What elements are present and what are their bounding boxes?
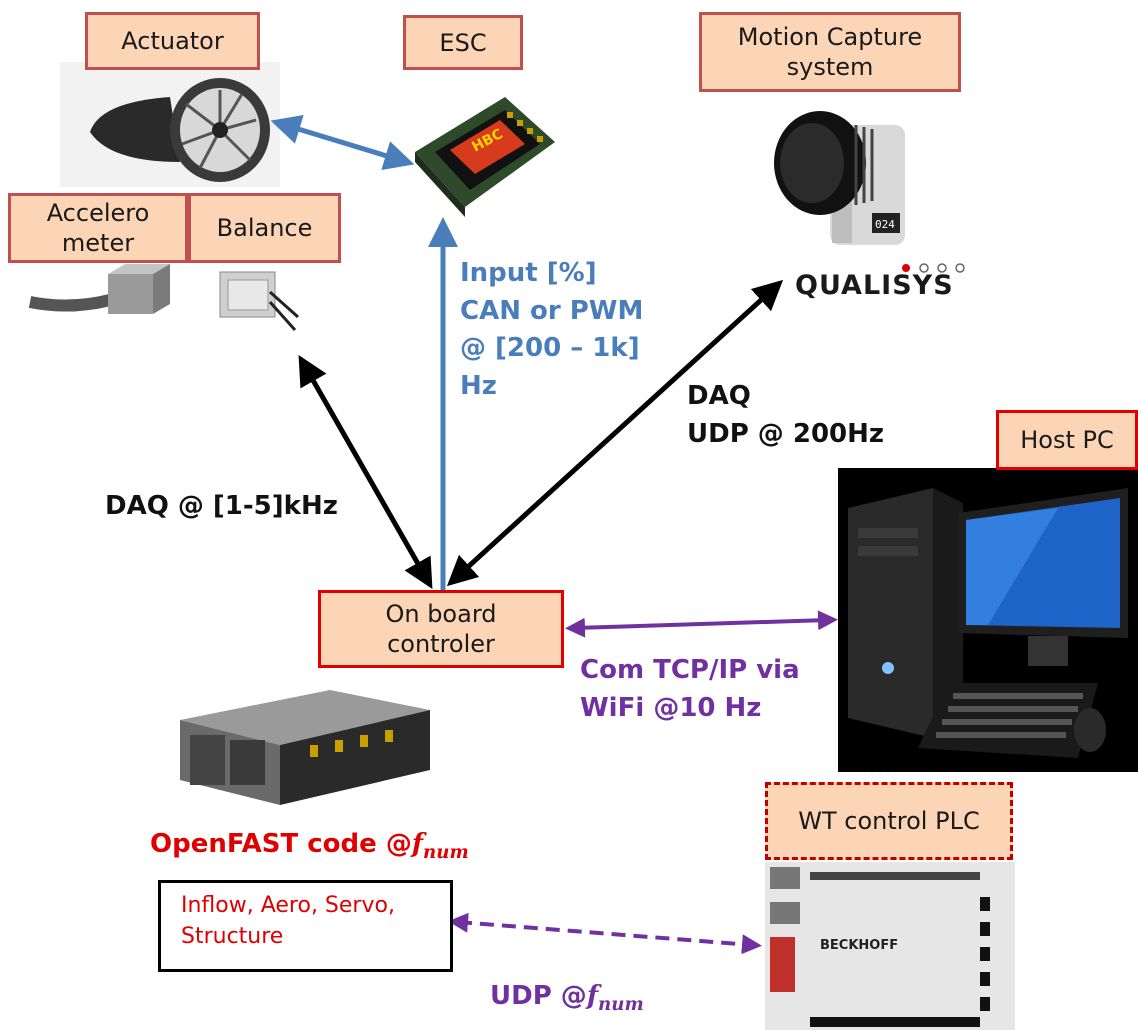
actuator-esc-arrow: [270, 115, 415, 170]
beckhoff-plc-image: BECKHOFF: [765, 862, 1015, 1030]
onboard-controller-box: On board controler: [318, 590, 564, 668]
mocap-link-label: DAQ UDP @ 200Hz: [687, 381, 885, 449]
beckhoff-logo: BECKHOFF: [820, 938, 898, 953]
wt-control-plc-box: WT control PLC: [765, 782, 1013, 860]
esc-board-image: HBC: [415, 97, 555, 217]
esc-link-label: Input [%] CAN or PWM @ [200 – 1k] Hz: [460, 258, 644, 402]
host-pc-box: Host PC: [996, 410, 1138, 470]
accelerometer-image: [28, 264, 170, 314]
openfast-label: OpenFAST code @fnum: [150, 829, 469, 864]
motion-capture-camera-image: 024: [774, 111, 905, 245]
qualisys-dots-icon: [902, 263, 965, 273]
plc-udp-arrow: [448, 912, 762, 955]
openfast-modules-box: Inflow, Aero, Servo, Structure: [158, 880, 453, 972]
host-pc-image: [838, 468, 1138, 772]
pc-com-arrow: [565, 610, 838, 638]
qualisys-logo: QUALISYS: [795, 270, 954, 301]
pc-link-label: Com TCP/IP via WiFi @10 Hz: [580, 655, 800, 723]
svg-text:024: 024: [875, 218, 895, 231]
sensor-link-label: DAQ @ [1-5]kHz: [105, 491, 338, 521]
motion-capture-box: Motion Capture system: [699, 12, 961, 92]
balance-box: Balance: [188, 193, 341, 263]
balance-sensor-image: [219, 271, 299, 331]
ducted-fan-actuator-image: [60, 62, 280, 187]
actuator-box: Actuator: [85, 12, 260, 70]
udp-label: UDP @fnum: [490, 981, 644, 1016]
compactrio-controller-image: [180, 690, 430, 805]
accelerometer-box: Accelero meter: [8, 193, 188, 263]
mocap-daq-arrow: [446, 279, 784, 587]
sensor-daq-arrow: [298, 354, 433, 590]
esc-box: ESC: [403, 15, 523, 70]
